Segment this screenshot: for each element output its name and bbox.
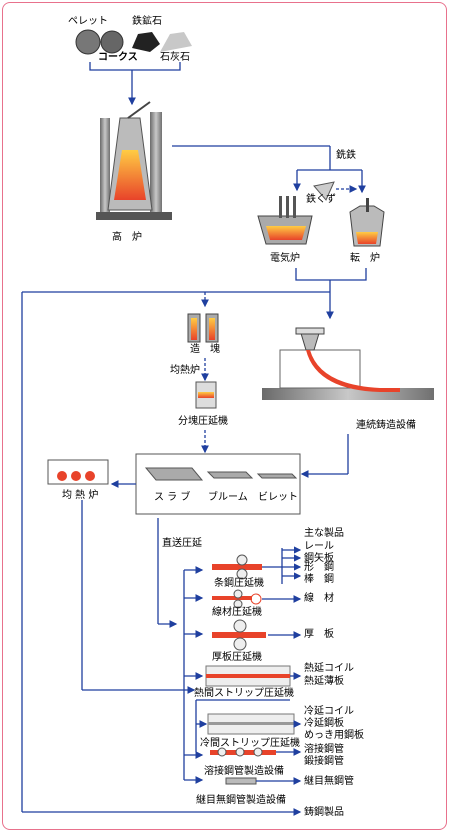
continuous-caster-icon: [262, 327, 434, 400]
diagram-frame: [2, 2, 447, 830]
cold-strip-mill-icon: [207, 713, 295, 735]
iron-ore-label: 鉄鉱石: [132, 16, 162, 27]
sheet-pile-label: 鋼矢板: [304, 553, 334, 564]
wire-rod-label: 線 材: [304, 593, 334, 604]
castings-label: 鋳鋼製品: [304, 807, 344, 818]
cold-coil-label: 冷延コイル: [304, 706, 354, 717]
raw-materials-icon: [75, 29, 192, 55]
hot-sheet-label: 熱延薄板: [304, 676, 344, 687]
billet-label: ビレット: [258, 492, 298, 503]
continuous-casting-label: 連続鋳造設備: [356, 420, 416, 431]
coated-sheet-label: めっき用鋼板: [304, 730, 364, 741]
bar-shape-mill-label: 条鋼圧延機: [214, 578, 264, 589]
bloom-icon: [206, 471, 254, 479]
blast-furnace-icon: [96, 101, 172, 220]
coke-label: コークス: [98, 52, 138, 63]
rail-label: レール: [304, 541, 334, 552]
converter-icon: [349, 198, 385, 247]
slab-icon: [144, 467, 204, 481]
bar-shape-mill-icon: [212, 554, 262, 580]
shapes-label: 形 鋼: [304, 562, 334, 573]
direct-rolling-label: 直送圧延: [162, 538, 202, 549]
bloom-label: ブルーム: [208, 492, 248, 503]
scrap-label: 鉄くず: [306, 194, 336, 205]
welded-pipe-label: 溶接鋼管: [304, 744, 344, 755]
hot-strip-mill-icon: [205, 665, 291, 687]
wire-rod-mill-icon: [212, 589, 262, 609]
cold-strip-mill-label: 冷間ストリップ圧延機: [200, 738, 300, 749]
bars-label: 棒 鋼: [304, 574, 334, 585]
slab-label: ス ラ ブ: [154, 492, 191, 503]
welded-pipe-mill-icon: [210, 747, 276, 757]
cold-sheet-label: 冷延鋼板: [304, 718, 344, 729]
electric-furnace-icon: [257, 196, 313, 245]
converter-label: 転 炉: [350, 253, 380, 264]
wire-rod-mill-label: 線材圧延機: [212, 607, 262, 618]
plate-mill-icon: [212, 619, 266, 651]
billet-icon: [256, 473, 298, 479]
seamless-pipe-mill-label: 継目無鋼管製造設備: [196, 795, 286, 806]
ingot-icon: [187, 313, 219, 343]
limestone-label: 石灰石: [160, 52, 190, 63]
forge-welded-pipe-label: 鍛接鋼管: [304, 756, 344, 767]
blast-furnace-label: 高 炉: [112, 232, 142, 243]
plate-label: 厚 板: [304, 629, 334, 640]
ingot-making-label: 造 塊: [190, 344, 220, 355]
soaking-pit-left-icon: [47, 459, 109, 485]
welded-pipe-mill-label: 溶接鋼管製造設備: [204, 766, 284, 777]
plate-mill-label: 厚板圧延機: [212, 652, 262, 663]
soaking-pit-left-label: 均 熱 炉: [62, 490, 99, 501]
scrap-bucket-icon: [313, 181, 335, 201]
semi-products-box: [135, 453, 301, 515]
pellet-label: ペレット: [68, 16, 108, 27]
main-products-label: 主な製品: [304, 528, 344, 539]
soaking-pit-top-icon: [195, 381, 217, 409]
blooming-mill-label: 分塊圧延機: [178, 416, 228, 427]
seamless-pipe-mill-icon: [225, 777, 257, 785]
seamless-pipe-label: 継目無鋼管: [304, 776, 354, 787]
pig-iron-label: 銑鉄: [336, 150, 356, 161]
soaking-pit-top-label: 均熱炉: [170, 365, 200, 376]
hot-strip-mill-label: 熱間ストリップ圧延機: [194, 688, 294, 699]
electric-furnace-label: 電気炉: [270, 253, 300, 264]
hot-coil-label: 熱延コイル: [304, 663, 354, 674]
